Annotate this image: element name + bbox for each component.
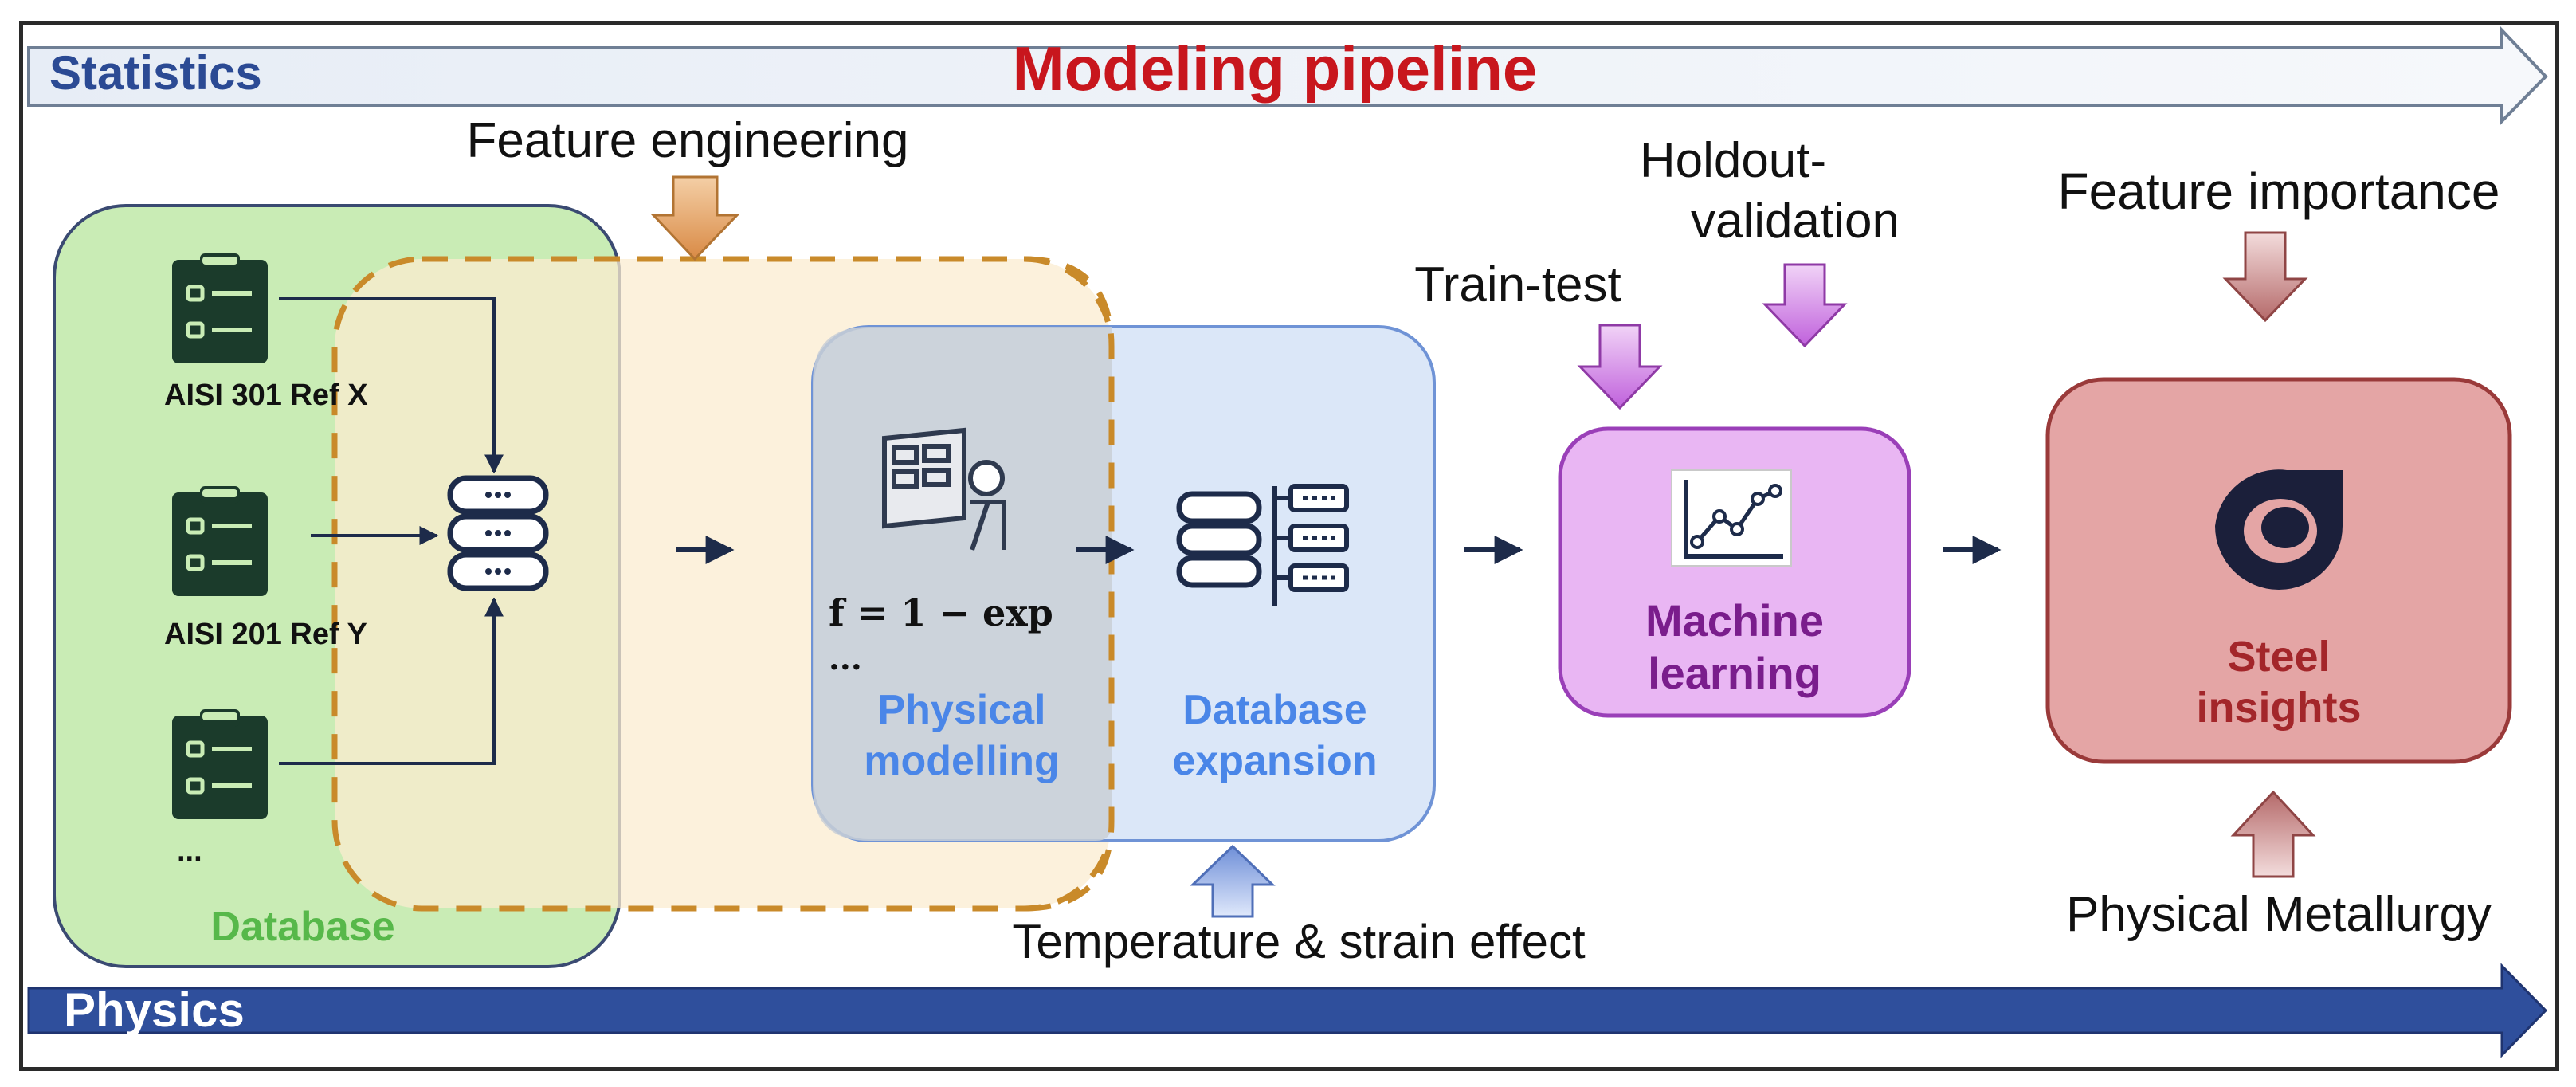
chart-icon <box>1671 469 1792 567</box>
insights-label-line2: insights <box>2196 684 2361 732</box>
physical-label-line1: Physical <box>877 687 1045 733</box>
physical-label-line2: modelling <box>864 738 1060 784</box>
feature-engineering-arrow <box>650 175 740 261</box>
insights-label-line1: Steel <box>2227 633 2330 681</box>
database-icon <box>447 475 549 591</box>
holdout-label-line2: validation <box>1691 194 1900 249</box>
temperature-strain-arrow <box>1190 844 1276 918</box>
steel-coil-icon <box>2215 469 2343 590</box>
physical-modelling-icon <box>882 427 1006 551</box>
pipeline-title: Modeling pipeline <box>1013 33 1538 104</box>
clipboard-icon <box>172 709 268 819</box>
database-item-3: ... <box>177 834 202 868</box>
ml-label-line1: Machine <box>1645 595 1824 646</box>
statistics-banner-arrow <box>27 26 2548 125</box>
physical-metallurgy-label: Physical Metallurgy <box>2066 887 2492 942</box>
physical-ellipsis: ... <box>829 640 862 677</box>
connector-3 <box>279 597 504 765</box>
expansion-label-line2: expansion <box>1172 738 1377 784</box>
database-expansion-icon <box>1176 484 1349 606</box>
connector-1 <box>279 297 504 474</box>
train-test-arrow <box>1577 324 1663 410</box>
physical-formula: f = 1 − exp <box>829 591 1053 634</box>
expansion-label-line1: Database <box>1182 687 1366 733</box>
ml-label-line2: learning <box>1648 648 1821 698</box>
feature-importance-arrow <box>2222 231 2308 323</box>
holdout-arrow <box>1762 263 1848 348</box>
machine-learning-box <box>1558 426 1911 718</box>
holdout-label-line1: Holdout- <box>1640 133 1826 188</box>
clipboard-icon <box>172 486 268 596</box>
feature-engineering-label: Feature engineering <box>467 113 909 168</box>
clipboard-icon <box>172 253 268 363</box>
database-title: Database <box>210 904 394 950</box>
physical-metallurgy-arrow <box>2230 790 2316 878</box>
temperature-strain-label: Temperature & strain effect <box>1012 915 1586 968</box>
physics-label: Physics <box>64 983 245 1037</box>
feature-engineering-dash-overlay <box>1023 256 1115 912</box>
feature-importance-label: Feature importance <box>2058 163 2500 220</box>
database-item-1: AISI 301 Ref X <box>164 379 368 412</box>
statistics-label: Statistics <box>49 46 262 100</box>
database-item-2: AISI 201 Ref Y <box>164 618 367 651</box>
physics-banner-arrow <box>27 963 2548 1058</box>
train-test-label: Train-test <box>1414 257 1621 312</box>
